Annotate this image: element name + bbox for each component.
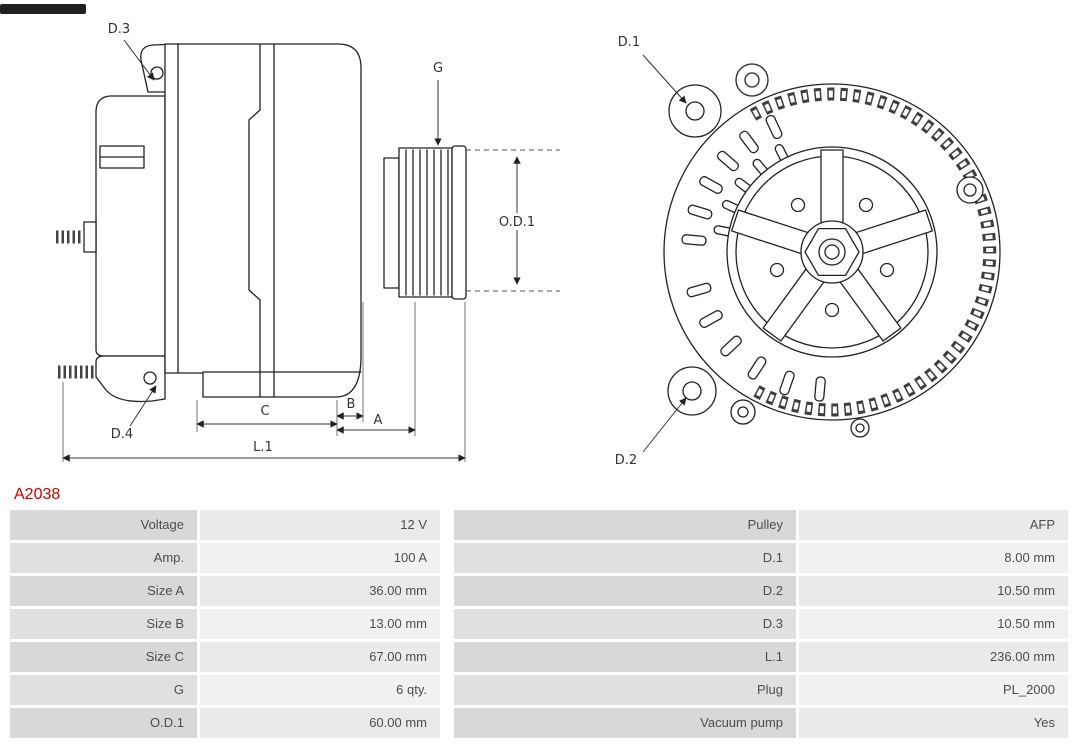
dim-label-g: G — [433, 61, 443, 76]
spec-value: 236.00 mm — [799, 642, 1068, 672]
body-contour-step — [248, 43, 261, 398]
spec-label: Voltage — [10, 510, 197, 540]
dim-label-d3: D.3 — [108, 22, 130, 37]
boss-right-hole — [963, 183, 977, 197]
boss-right — [956, 176, 984, 204]
dim-leader-d1 — [642, 54, 687, 104]
shaft-end — [824, 244, 840, 260]
spec-value: 67.00 mm — [200, 642, 440, 672]
table-row: G 6 qty. Plug PL_2000 — [10, 675, 1070, 705]
rear-housing — [95, 95, 166, 357]
table-row: Size B 13.00 mm D.3 10.50 mm — [10, 609, 1070, 639]
spec-value: 13.00 mm — [200, 609, 440, 639]
spec-value: AFP — [799, 510, 1068, 540]
extension-lines — [62, 302, 466, 462]
specifications-table: Voltage 12 V Pulley AFP Amp. 100 A D.1 8… — [10, 510, 1070, 738]
dim-label-c: C — [260, 404, 269, 419]
mounting-ear-bottom-left — [667, 366, 717, 416]
spec-value: 10.50 mm — [799, 609, 1068, 639]
technical-drawing: G O.D.1 C B A L.1 D.3 — [56, 22, 1001, 468]
boss-bottom-mid — [730, 399, 756, 425]
spec-value: PL_2000 — [799, 675, 1068, 705]
spec-label: Plug — [454, 675, 796, 705]
alternator-front-view: D.1 D.2 — [615, 35, 1001, 468]
alternator-body — [164, 43, 362, 398]
table-row: O.D.1 60.00 mm Vacuum pump Yes — [10, 708, 1070, 738]
spec-label: O.D.1 — [10, 708, 197, 738]
column-gap — [443, 510, 451, 540]
pulley-web-holes — [769, 197, 895, 318]
boss-bottom-small — [850, 418, 870, 438]
spec-value: 10.50 mm — [799, 576, 1068, 606]
spec-value: Yes — [799, 708, 1068, 738]
column-gap — [443, 576, 451, 606]
spec-value: 60.00 mm — [200, 708, 440, 738]
hex-nut — [804, 227, 860, 277]
pulley-ribs — [405, 149, 449, 296]
partial-logo — [0, 4, 86, 14]
dim-label-d1: D.1 — [618, 35, 640, 50]
spec-value: 6 qty. — [200, 675, 440, 705]
mounting-hole-d2 — [682, 381, 702, 401]
bottom-mounting-lug — [95, 355, 166, 403]
dim-leader-d3 — [123, 39, 155, 81]
part-number: A2038 — [14, 486, 61, 503]
boss-top-right — [735, 63, 769, 97]
table-row: Size A 36.00 mm D.2 10.50 mm — [10, 576, 1070, 606]
spec-label: G — [10, 675, 197, 705]
boss-bottom-mid-hole — [737, 406, 749, 418]
dim-leader-d2 — [642, 397, 687, 453]
dim-leader-d4 — [129, 385, 157, 427]
spec-label: Size C — [10, 642, 197, 672]
spec-label: L.1 — [454, 642, 796, 672]
spec-label: Size B — [10, 609, 197, 639]
pulley-spokes — [730, 149, 934, 342]
dim-label-od1: O.D.1 — [499, 215, 535, 230]
dim-label-l1: L.1 — [253, 440, 273, 455]
table-row: Voltage 12 V Pulley AFP — [10, 510, 1070, 540]
shaft-ring — [818, 238, 846, 266]
table-row: Size C 67.00 mm L.1 236.00 mm — [10, 642, 1070, 672]
column-gap — [443, 543, 451, 573]
boss-bottom-small-hole — [855, 423, 865, 433]
serrated-ring-inner — [751, 90, 994, 414]
dim-label-b: B — [347, 397, 356, 412]
alternator-side-view: G O.D.1 C B A L.1 D.3 — [56, 22, 560, 462]
dim-label-d4: D.4 — [111, 427, 133, 442]
spec-value: 36.00 mm — [200, 576, 440, 606]
od1-label-bg — [492, 213, 542, 230]
pulley-flange — [451, 145, 467, 300]
spec-value: 12 V — [200, 510, 440, 540]
pulley-side — [398, 147, 453, 298]
spec-value: 100 A — [200, 543, 440, 573]
dim-label-a: A — [374, 413, 383, 428]
column-gap — [443, 675, 451, 705]
spec-label: Vacuum pump — [454, 708, 796, 738]
lug-hole — [143, 371, 157, 385]
spec-label: Size A — [10, 576, 197, 606]
spec-label: D.1 — [454, 543, 796, 573]
spec-label: D.2 — [454, 576, 796, 606]
column-gap — [443, 609, 451, 639]
spec-label: Amp. — [10, 543, 197, 573]
spec-value: 8.00 mm — [799, 543, 1068, 573]
stud-boss — [83, 221, 97, 253]
table-row: Amp. 100 A D.1 8.00 mm — [10, 543, 1070, 573]
column-gap — [443, 642, 451, 672]
shaft-spacer — [383, 157, 400, 289]
dim-label-d2: D.2 — [615, 453, 637, 468]
mounting-hole-d1 — [685, 101, 705, 121]
spec-label: Pulley — [454, 510, 796, 540]
column-gap — [443, 708, 451, 738]
boss-top-right-hole — [744, 72, 760, 88]
spec-label: D.3 — [454, 609, 796, 639]
